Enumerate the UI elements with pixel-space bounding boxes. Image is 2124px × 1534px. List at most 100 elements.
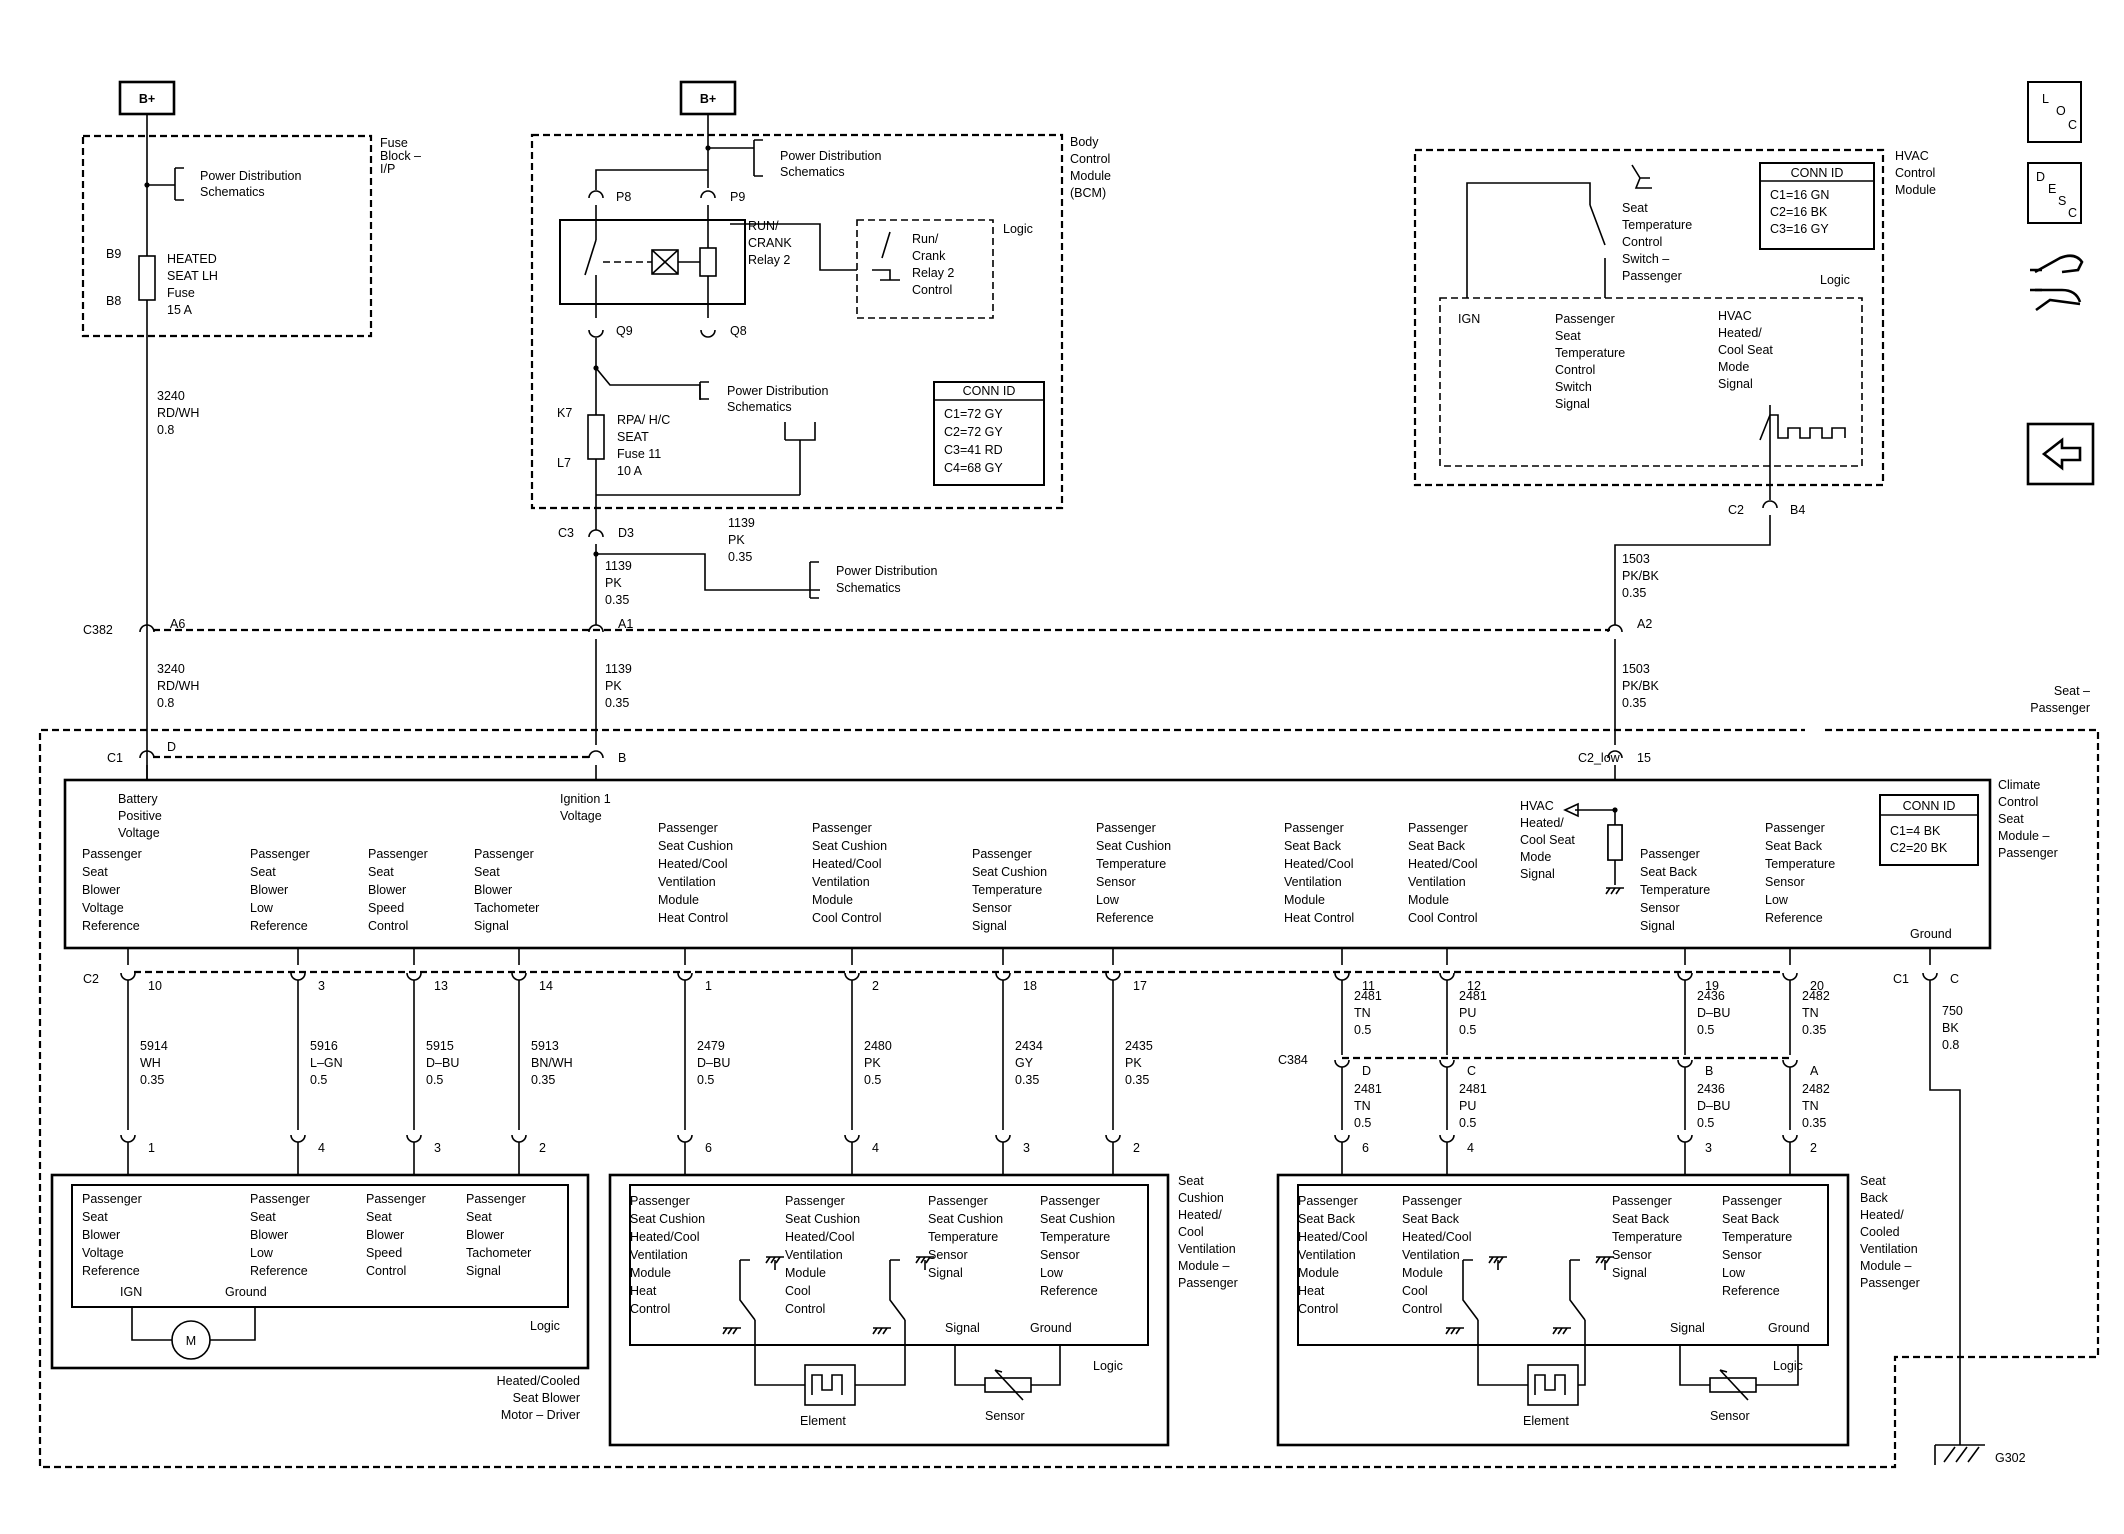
circuit-label-3-line: Passenger [474, 847, 534, 861]
back_module-element-symbol [1534, 1374, 1566, 1395]
circuit-pin-9: 12 [1467, 979, 1481, 993]
ground-symbol [722, 1327, 728, 1335]
fuse-11-label-line: 10 A [617, 464, 643, 478]
cushion_module-label-3-line: Reference [1040, 1284, 1098, 1298]
circuit-label-4-line: Passenger [658, 821, 718, 835]
circuit-label-7-line: Temperature [1096, 857, 1166, 871]
wire [1477, 1320, 1528, 1386]
hand-schematic-icon [2030, 268, 2042, 292]
wire-upper-11-line: 2482 [1802, 989, 1830, 1003]
connector-symbol [1334, 972, 1350, 981]
circuit-label-1-line: Passenger [250, 847, 310, 861]
ground-symbol [1450, 1327, 1456, 1335]
ccsm-conn-title: CONN ID [1903, 799, 1956, 813]
ground-symbol [727, 1327, 733, 1335]
battery-voltage-label-line: Battery [118, 792, 158, 806]
circuit-label-1-line: Seat [250, 865, 276, 879]
blower-label-0-line: Reference [82, 1264, 140, 1278]
wire [595, 367, 701, 400]
ground-symbol [1488, 1256, 1494, 1264]
back_module-element-symbol [1527, 1364, 1579, 1406]
hvac-signal-label-line: Signal [1555, 397, 1590, 411]
blower-label-2-line: Speed [366, 1246, 402, 1260]
back_module-name-line: Heated/ [1860, 1208, 1904, 1222]
fuse-block-name-line: I/P [380, 162, 395, 176]
pin-b4: B4 [1790, 503, 1805, 517]
cushion_module-label-0-line: Control [630, 1302, 670, 1316]
back_module-label-3-line: Low [1722, 1266, 1746, 1280]
power-dist-label-line: Power Distribution [200, 169, 301, 183]
fuse-label-line: SEAT LH [167, 269, 218, 283]
wire-1139-lower-line: PK [605, 679, 622, 693]
back_module-name-line: Passenger [1860, 1276, 1920, 1290]
seat-switch-label-line: Control [1622, 235, 1662, 249]
desc-icon-c: C [2068, 206, 2077, 220]
ground-symbol [770, 1256, 776, 1264]
wire-3-line: 5913 [531, 1039, 559, 1053]
ccsm-conn-row-line: C1=4 BK [1890, 824, 1941, 838]
cushion_module-label-1-line: Seat Cushion [785, 1212, 860, 1226]
hvac-mode-label-line: Mode [1718, 360, 1749, 374]
cushion_module-outline [608, 1173, 1170, 1447]
cushion_module-sensor-symbol [994, 1369, 1024, 1401]
b-plus-mid [679, 80, 737, 116]
blower-name-line: Motor – Driver [501, 1408, 580, 1422]
connector-symbol [406, 1134, 422, 1143]
pin-c2-low: C2 [83, 972, 99, 986]
circuit-label-10-line: Seat Back [1640, 865, 1698, 879]
back_module-label-3-line: Passenger [1722, 1194, 1782, 1208]
bcm-conn-row-line: C2=72 GY [944, 425, 1003, 439]
ground-symbol [1605, 887, 1611, 895]
ground-g302-symbol [1934, 1444, 1985, 1465]
ignition-voltage-label-line: Ignition 1 [560, 792, 611, 806]
cushion_module-name-line: Heated/ [1178, 1208, 1222, 1222]
cushion_module-label-1-line: Cool [785, 1284, 811, 1298]
desc-icon-s: S [2058, 194, 2066, 208]
connector-symbol [1105, 972, 1121, 981]
cushion_module-label-1-line: Heated/Cool [785, 1230, 855, 1244]
seat-passenger-outline [38, 728, 2100, 1469]
wire-1139-b-line: 0.35 [605, 593, 629, 607]
wire-1139-lower-line: 1139 [605, 662, 632, 676]
cushion_module-logic-box [629, 1184, 1149, 1346]
back_module-label-0-line: Seat Back [1298, 1212, 1356, 1226]
fuse-block-name-line: Block – [380, 149, 421, 163]
hvac-mode-input-label-line: Cool Seat [1520, 833, 1575, 847]
circuit-label-5-line: Seat Cushion [812, 839, 887, 853]
circuit-label-3-line: Blower [474, 883, 512, 897]
circuit-pin-1: 3 [318, 979, 325, 993]
ground-symbol [920, 1256, 926, 1264]
blower-label-1-line: Reference [250, 1264, 308, 1278]
wire-1-line: 0.5 [310, 1073, 327, 1087]
ground-symbol [877, 1327, 883, 1335]
end-pin-8: 6 [1362, 1141, 1369, 1155]
wire-4-line: D–BU [697, 1056, 730, 1070]
end-pin-1: 4 [318, 1141, 325, 1155]
circuit-label-9-line: Cool Control [1408, 911, 1477, 925]
wire-upper-10-line: 0.5 [1697, 1023, 1714, 1037]
circuit-label-2-line: Control [368, 919, 408, 933]
back-arrow-icon[interactable] [2026, 422, 2095, 486]
loc-icon [2027, 81, 2082, 143]
circuit-label-0-line: Passenger [82, 847, 142, 861]
connector-symbol [1782, 972, 1798, 981]
hvac-conn-id-box [1759, 162, 1875, 250]
back_module-label-3-line: Reference [1722, 1284, 1780, 1298]
connector-symbol [290, 972, 306, 981]
hand-schematic-icon [2034, 254, 2084, 312]
power-dist-bracket [809, 561, 819, 599]
connector-symbol [1677, 1134, 1693, 1143]
wire-lower-11-line: 0.35 [1802, 1116, 1826, 1130]
circuit-label-7-line: Seat Cushion [1096, 839, 1171, 853]
desc-icon-e: E [2048, 182, 2056, 196]
circuit-label-9-line: Heated/Cool [1408, 857, 1478, 871]
pin-a6: A6 [170, 617, 185, 631]
hvac-logic-label: Logic [1820, 273, 1850, 287]
circuit-label-2-line: Speed [368, 901, 404, 915]
back_module-name-line: Module – [1860, 1259, 1911, 1273]
connector-symbol [139, 624, 155, 633]
wire [1756, 1345, 1799, 1386]
blower-label-0-line: Blower [82, 1228, 120, 1242]
wire-1139-lower-line: 0.35 [605, 696, 629, 710]
